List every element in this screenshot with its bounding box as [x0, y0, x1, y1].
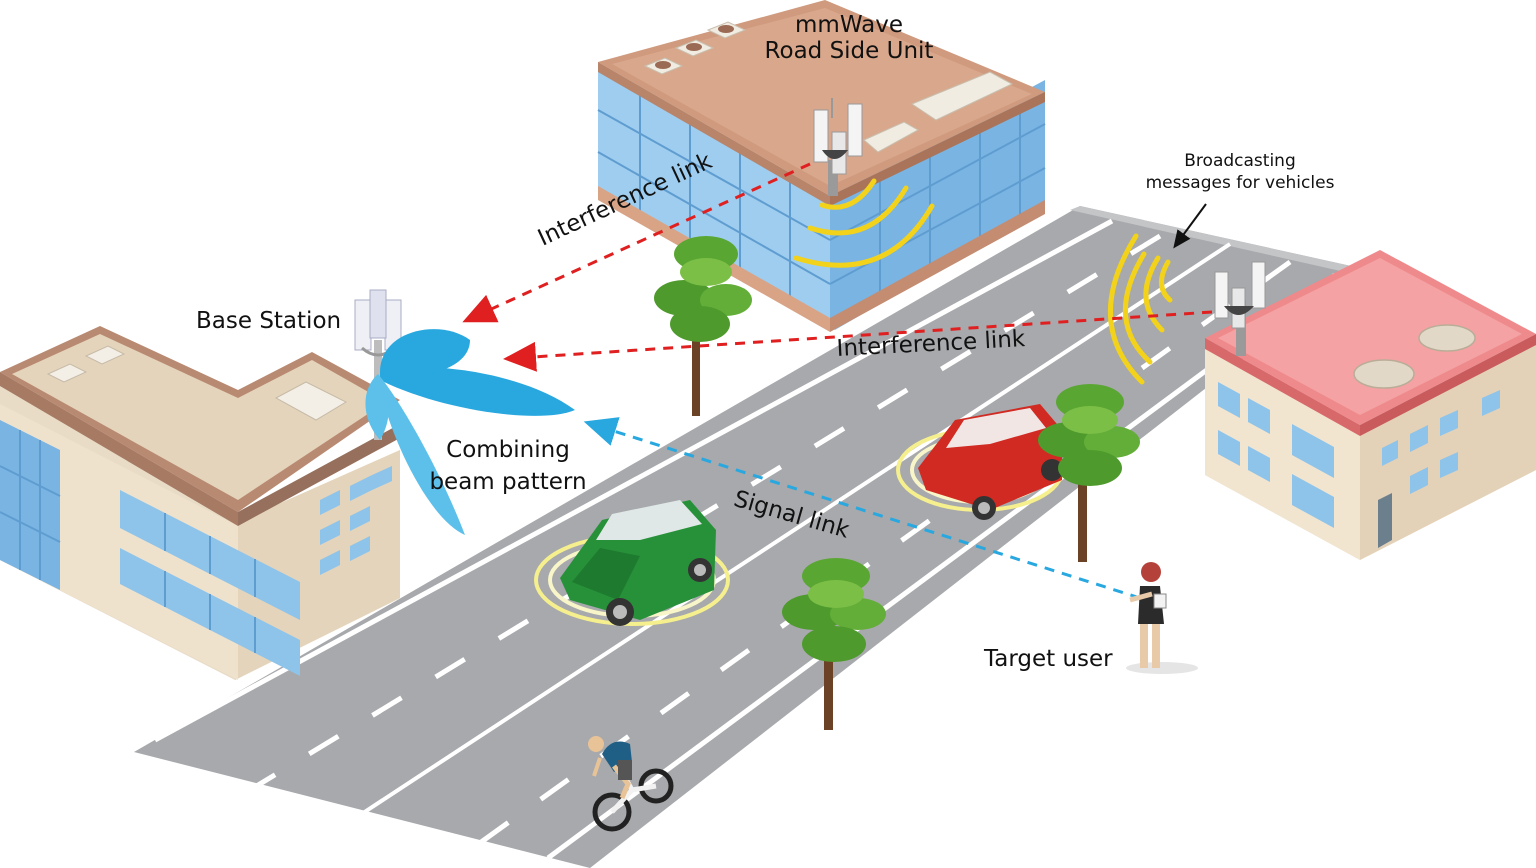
cyclist-icon — [588, 736, 674, 832]
rsu-building — [597, 0, 1046, 332]
interference-link-right — [503, 310, 1213, 372]
combining-beam-label-line1: Combining — [446, 437, 570, 463]
signal-link — [583, 417, 1141, 600]
target-user-label: Target user — [984, 646, 1113, 672]
combining-beam-label-line2: beam pattern — [429, 469, 587, 495]
tree-icon — [654, 236, 752, 416]
rsu-label-line1: mmWave — [795, 12, 903, 38]
rsu-antenna-icon — [813, 98, 863, 196]
broadcast-label-line2: messages for vehicles — [1145, 173, 1335, 193]
pedestrian-icon — [1126, 562, 1198, 674]
combining-beam-pattern — [365, 329, 575, 535]
broadcast-label-line1: Broadcasting — [1184, 151, 1296, 171]
combining-beam-label: Combining beam pattern — [418, 434, 598, 498]
base-station-label: Base Station — [196, 308, 342, 334]
rsu-label-line2: Road Side Unit — [764, 38, 934, 64]
rsu-antenna-icon — [1214, 261, 1266, 356]
red-car-icon — [896, 404, 1064, 520]
broadcast-label: Broadcasting messages for vehicles — [1140, 150, 1340, 194]
tree-icon — [1038, 384, 1140, 562]
green-car-icon — [534, 500, 730, 626]
rsu-label: mmWave Road Side Unit — [744, 12, 954, 64]
broadcast-pointer-arrow — [1173, 203, 1207, 249]
tree-icon — [782, 558, 886, 730]
rsu-broadcast-waves — [793, 178, 1173, 385]
pink-roof-building — [1205, 250, 1536, 560]
base-station-building — [0, 326, 400, 680]
interference-link-top — [462, 162, 811, 323]
